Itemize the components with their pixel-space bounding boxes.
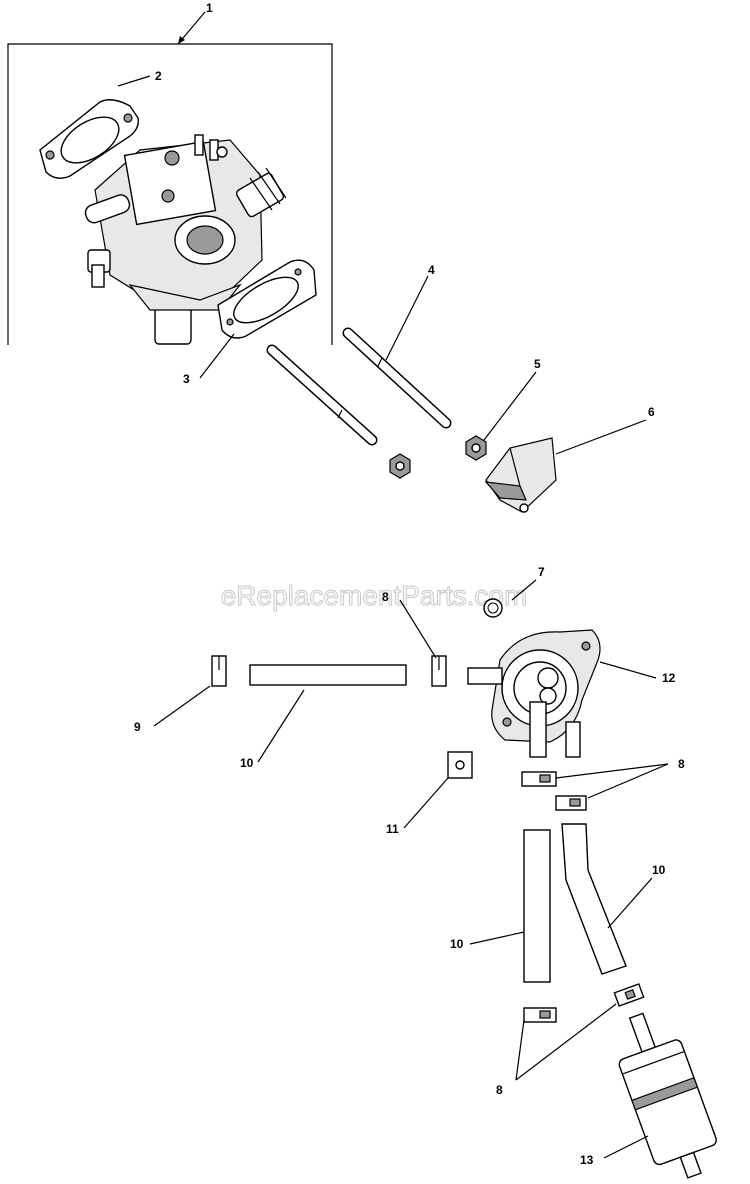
callout-8-middle: 8	[678, 757, 685, 771]
callout-7: 7	[538, 565, 545, 579]
carburetor-assembly-bracket	[7, 11, 333, 345]
inline-fuel-filter	[618, 1012, 717, 1179]
fuel-pump	[467, 629, 601, 758]
watermark-text: eReplacementParts.com	[221, 580, 528, 611]
callout-3: 3	[183, 372, 190, 386]
hose-clamp-pump-right	[555, 795, 587, 811]
heat-shield	[484, 437, 557, 513]
callout-10-horizontal: 10	[240, 756, 254, 770]
carburetor-gasket-upper	[39, 99, 140, 179]
hose-clamp-pump-left	[521, 771, 557, 787]
callout-10-bent: 10	[652, 863, 666, 877]
hose-clamp-left	[211, 655, 227, 687]
callout-2: 2	[155, 69, 162, 83]
hose-clamp-lower-left	[523, 1007, 557, 1023]
carburetor-gasket-lower	[217, 259, 317, 339]
hose-clamp-lower-right	[613, 983, 645, 1007]
callout-8-bottom: 8	[496, 1083, 503, 1097]
callout-4: 4	[428, 263, 435, 277]
fuel-hose-vertical-straight	[523, 829, 551, 983]
carburetor-body	[84, 134, 287, 345]
callout-12: 12	[662, 671, 676, 685]
fuel-hose-vertical-bent	[561, 823, 627, 975]
callout-9: 9	[134, 720, 141, 734]
callout-5: 5	[534, 357, 541, 371]
callout-1: 1	[206, 1, 213, 15]
callout-11: 11	[386, 822, 399, 836]
stud-front	[342, 327, 452, 429]
square-washer	[447, 751, 473, 779]
hose-clamp-middle	[431, 655, 447, 687]
hex-nut-lower	[389, 453, 411, 479]
leader-lines	[117, 75, 669, 1159]
callout-10-straight: 10	[450, 937, 464, 951]
callout-13: 13	[580, 1153, 594, 1167]
fuel-fitting-ring	[483, 598, 503, 618]
stud-rear	[266, 344, 378, 446]
fuel-hose-horizontal	[249, 664, 407, 686]
callout-6: 6	[648, 405, 655, 419]
hex-nut-upper	[465, 435, 487, 461]
callout-8-top: 8	[382, 590, 389, 604]
